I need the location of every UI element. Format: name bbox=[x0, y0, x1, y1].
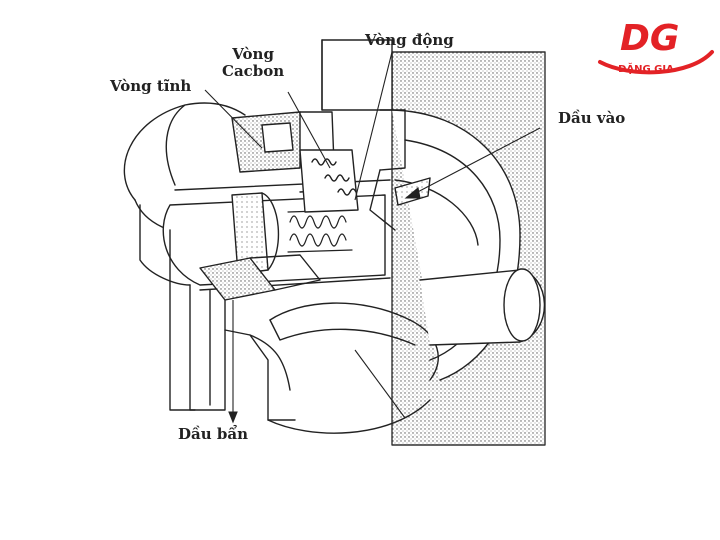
leader-vong-dong bbox=[354, 51, 393, 201]
leader-vong-cacbon bbox=[287, 91, 331, 169]
label-vong-cacbon-line2: Cacbon bbox=[222, 62, 285, 80]
leader-bottom bbox=[354, 349, 406, 419]
shaft-left-end bbox=[123, 102, 246, 201]
label-dau-ban: Dầu bẩn bbox=[178, 425, 248, 443]
oil-inlet bbox=[394, 177, 431, 206]
housing-top bbox=[321, 39, 393, 111]
lower-bracket bbox=[189, 284, 226, 411]
label-vong-cacbon: Vòng Cacbon bbox=[222, 46, 284, 80]
logo-initials: DG bbox=[620, 18, 679, 59]
label-dau-vao: Dầu vào bbox=[558, 109, 626, 127]
label-vong-cacbon-line1: Vòng bbox=[232, 45, 274, 63]
logo-dg: DG ĐẶNG GIA bbox=[598, 18, 714, 75]
logo-name: ĐẶNG GIA bbox=[618, 61, 674, 75]
label-vong-dong: Vòng động bbox=[365, 31, 454, 49]
leader-dau-vao bbox=[409, 127, 541, 197]
carbon-ring bbox=[299, 149, 359, 213]
leader-vong-tinh bbox=[204, 89, 263, 149]
label-vong-tinh: Vòng tĩnh bbox=[110, 77, 192, 95]
logo-swoosh bbox=[598, 50, 714, 75]
